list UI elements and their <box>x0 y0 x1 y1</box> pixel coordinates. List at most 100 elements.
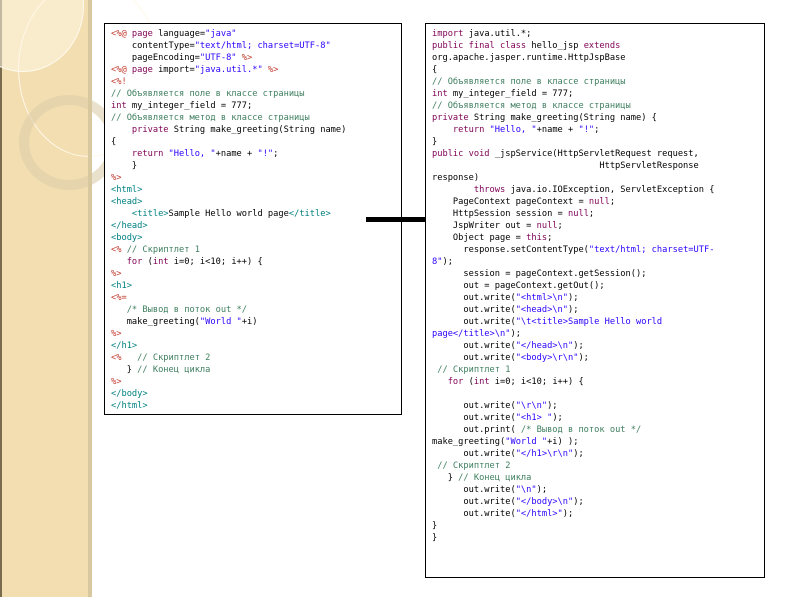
java-servlet-panel: import java.util.*;public final class he… <box>425 23 765 578</box>
code-token: ; <box>594 125 600 135</box>
code-line: } // Конец цикла <box>111 364 346 376</box>
code-line: out = pageContext.getOut(); <box>432 280 714 292</box>
code-token: ( <box>147 257 153 267</box>
code-token: %> <box>111 377 122 387</box>
code-token: ; <box>273 149 279 159</box>
code-line: JspWriter out = null; <box>432 220 714 232</box>
code-token: return <box>111 149 169 159</box>
code-token: out.write( <box>432 401 516 411</box>
code-line: <body> <box>111 232 346 244</box>
code-token: "\r\n" <box>515 401 548 411</box>
code-token: "!" <box>578 125 595 135</box>
code-token: _jspService(HttpServletRequest request, <box>494 149 699 159</box>
code-token: <%@ <box>111 29 132 39</box>
code-token: String make_greeting(String name) <box>173 125 347 135</box>
code-token: <html> <box>111 185 143 195</box>
code-token: </h1> <box>111 341 138 351</box>
code-token: "</head>\n" <box>515 341 574 351</box>
code-token: ( <box>468 377 474 387</box>
code-token: } <box>111 365 138 375</box>
code-token: out.write( <box>432 449 516 459</box>
code-token: int <box>152 257 174 267</box>
code-token: <h1> <box>111 281 132 291</box>
code-token: ); <box>442 257 453 267</box>
code-token: ); <box>552 413 563 423</box>
code-line: // Объявляется поле в классе страницы <box>432 76 714 88</box>
code-token: out.write( <box>432 485 516 495</box>
code-token: // Объявляется метод в классе страницы <box>111 113 310 123</box>
code-line: return "Hello, "+name + "!"; <box>432 124 714 136</box>
right-arrow-icon <box>366 217 434 222</box>
code-token: ; <box>609 197 616 207</box>
code-token: null <box>568 209 589 219</box>
code-token: null <box>536 221 558 231</box>
code-token: ); <box>573 341 584 351</box>
code-token: public final class <box>432 41 532 51</box>
code-line: response.setContentType("text/html; char… <box>432 244 714 256</box>
code-token: ; <box>547 233 553 243</box>
code-token: page <box>131 29 159 39</box>
code-token: throws <box>432 185 511 195</box>
code-token: "text/html; charset=UTF- <box>588 245 715 255</box>
code-line: %> <box>111 376 346 388</box>
code-token: <title> <box>111 209 169 219</box>
code-token: import <box>432 29 469 39</box>
code-token: } <box>432 473 459 483</box>
code-line: out.write("</h1>\r\n"); <box>432 448 714 460</box>
code-token: ); <box>573 497 584 507</box>
jsp-source-code: <%@ page language="java" contentType="te… <box>111 28 346 412</box>
code-token: ); <box>568 293 579 303</box>
code-token: "text/html; charset=UTF-8" <box>194 41 331 51</box>
code-token: "World " <box>199 317 242 327</box>
code-line: session = pageContext.getSession(); <box>432 268 714 280</box>
code-token: int <box>473 377 495 387</box>
code-token: out.write( <box>432 497 516 507</box>
code-line: out.write("</body>\n"); <box>432 496 714 508</box>
code-token: } <box>432 533 438 543</box>
code-token: "\t<title>Sample Hello world <box>515 317 663 327</box>
code-line: } <box>432 136 714 148</box>
code-line: out.write("\r\n"); <box>432 400 714 412</box>
code-line: // Скриптлет 1 <box>432 364 714 376</box>
code-token: %> <box>111 173 122 183</box>
code-token: %> <box>111 269 122 279</box>
code-token: ); <box>568 305 579 315</box>
code-token: +i) <box>241 317 258 327</box>
code-token: </body> <box>111 389 148 399</box>
code-token: <body> <box>111 233 143 243</box>
code-token: </html> <box>111 401 148 411</box>
code-line: } <box>432 520 714 532</box>
code-token: </title> <box>288 209 331 219</box>
code-token: <% <box>111 245 127 255</box>
code-line: make_greeting("World "+i) <box>111 316 346 328</box>
code-token: Object page = <box>432 233 527 243</box>
code-token: "<h1> " <box>515 413 553 423</box>
code-token: <%= <box>111 293 127 303</box>
code-token: <%@ <box>111 65 132 75</box>
code-token: HttpSession session = <box>432 209 568 219</box>
code-token: "Hello, " <box>168 149 216 159</box>
code-line: out.write("\t<title>Sample Hello world <box>432 316 714 328</box>
code-token: response.setContentType( <box>432 245 589 255</box>
code-token: "<html>\n" <box>515 293 568 303</box>
code-line: { <box>111 136 346 148</box>
code-token: for <box>111 257 148 267</box>
code-token: "<head>\n" <box>515 305 568 315</box>
code-token: ; <box>557 221 563 231</box>
code-token: // Скриптлет 1 <box>126 245 200 255</box>
code-token: %> <box>111 329 122 339</box>
code-token: "java.util.*" <box>194 65 263 75</box>
code-line: throws java.io.IOException, ServletExcep… <box>432 184 715 196</box>
code-token: out.write( <box>432 353 516 363</box>
code-token: "</body>\n" <box>515 497 574 507</box>
code-token: PageContext pageContext = <box>432 197 589 207</box>
code-token: java.io.IOException, ServletException { <box>510 185 715 195</box>
code-line: </html> <box>111 400 346 412</box>
code-token: ); <box>510 329 521 339</box>
code-line: <%! <box>111 76 346 88</box>
code-token: org.apache.jasper.runtime.HttpJspBase <box>432 53 626 63</box>
code-line: </body> <box>111 388 346 400</box>
code-line: public final class hello_jsp extends <box>432 40 714 52</box>
code-token: } <box>432 521 438 531</box>
code-line: return "Hello, "+name + "!"; <box>111 148 346 160</box>
